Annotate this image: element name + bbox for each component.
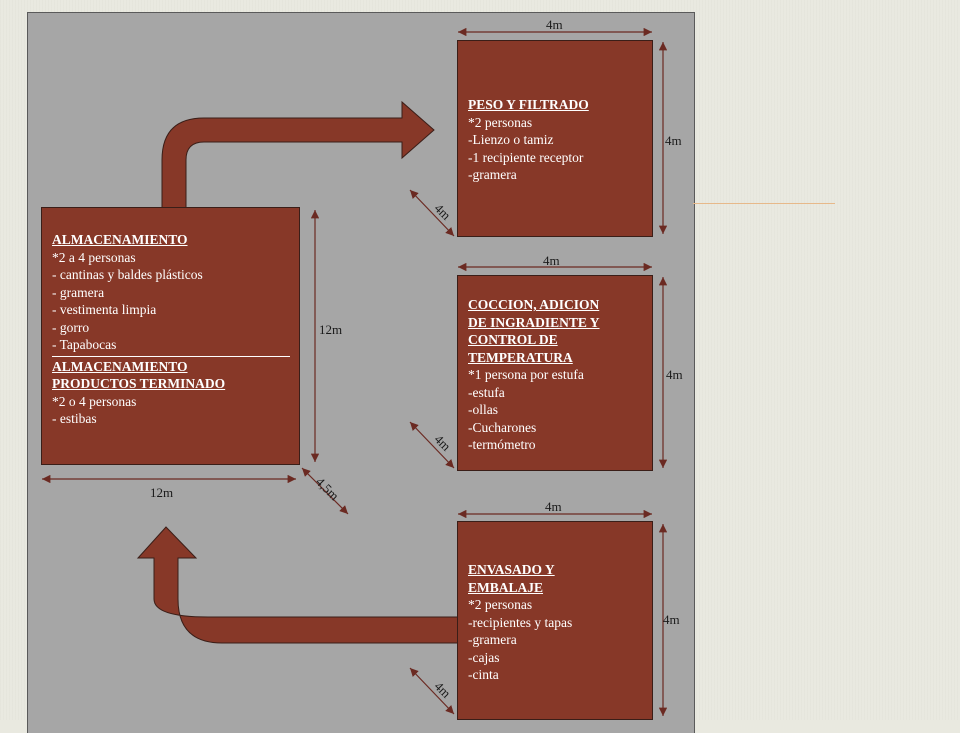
storage-line: - gramera xyxy=(52,284,105,300)
storage-separator xyxy=(52,355,290,357)
storage-line: - Tapabocas xyxy=(52,337,117,352)
pack-title: ENVASADO Y xyxy=(468,562,555,577)
dim-label-weigh-right: 4m xyxy=(665,133,682,148)
storage-line: - gorro xyxy=(52,319,90,335)
pack-line: -recipientes y tapas xyxy=(468,614,573,630)
dim-label-pack-top: 4m xyxy=(545,499,562,514)
pack-line: *2 personas xyxy=(468,597,533,612)
weigh-line: -1 recipiente receptor xyxy=(468,149,584,165)
storage-line: *2 a 4 personas xyxy=(52,249,136,265)
storage-finished-line: - estibas xyxy=(52,411,97,426)
flow-arrow-to-weigh xyxy=(161,100,435,209)
pack-line: -cinta xyxy=(468,667,499,682)
storage-line: - cantinas y baldes plásticos xyxy=(52,267,203,282)
dim-label-storage-height: 12m xyxy=(319,322,343,337)
storage-finished-title: PRODUCTOS TERMINADO xyxy=(52,376,226,391)
flow-arrow-to-storage xyxy=(136,526,459,644)
dim-line-cook-diag xyxy=(409,421,455,469)
cook-line: *1 persona por estufa xyxy=(468,367,584,382)
weigh-line: *2 personas xyxy=(468,114,533,130)
cook-line: -termómetro xyxy=(468,437,536,452)
pack-line: -cajas xyxy=(468,649,500,665)
storage-finished-title: ALMACENAMIENTO xyxy=(52,358,188,374)
dim-label-storage-width: 12m xyxy=(150,485,174,500)
weigh-line: -Lienzo o tamiz xyxy=(468,132,554,147)
dim-line-weigh-diag xyxy=(409,189,455,237)
dim-label-weigh-top: 4m xyxy=(546,17,563,32)
weigh-filter-box: PESO Y FILTRADO *2 personas -Lienzo o ta… xyxy=(457,40,653,237)
dim-label-pack-right: 4m xyxy=(663,612,680,627)
storage-title: ALMACENAMIENTO xyxy=(52,232,188,247)
cook-title: TEMPERATURA xyxy=(468,349,573,365)
storage-finished-line: *2 o 4 personas xyxy=(52,393,137,409)
pack-line: -gramera xyxy=(468,632,517,647)
weigh-title: PESO Y FILTRADO xyxy=(468,97,589,112)
dim-label-cook-right: 4m xyxy=(666,367,683,382)
cook-title: CONTROL DE xyxy=(468,332,558,347)
dim-label-cook-top: 4m xyxy=(543,253,560,268)
dim-line-storage-diag xyxy=(301,467,349,515)
dim-line-pack-diag xyxy=(409,667,455,715)
cooking-box: COCCION, ADICION DE INGRADIENTE Y CONTRO… xyxy=(457,275,653,471)
cook-line: -estufa xyxy=(468,384,505,400)
pack-title: EMBALAJE xyxy=(468,579,544,595)
cook-line: -ollas xyxy=(468,402,498,417)
weigh-line: -gramera xyxy=(468,167,517,182)
storage-box: ALMACENAMIENTO *2 a 4 personas - cantina… xyxy=(41,207,300,465)
cook-title: DE INGRADIENTE Y xyxy=(468,314,600,330)
packaging-box: ENVASADO Y EMBALAJE *2 personas -recipie… xyxy=(457,521,653,720)
cook-line: -Cucharones xyxy=(468,419,537,435)
storage-line: - vestimenta limpia xyxy=(52,302,157,317)
accent-line xyxy=(693,203,835,204)
cook-title: COCCION, ADICION xyxy=(468,297,600,312)
